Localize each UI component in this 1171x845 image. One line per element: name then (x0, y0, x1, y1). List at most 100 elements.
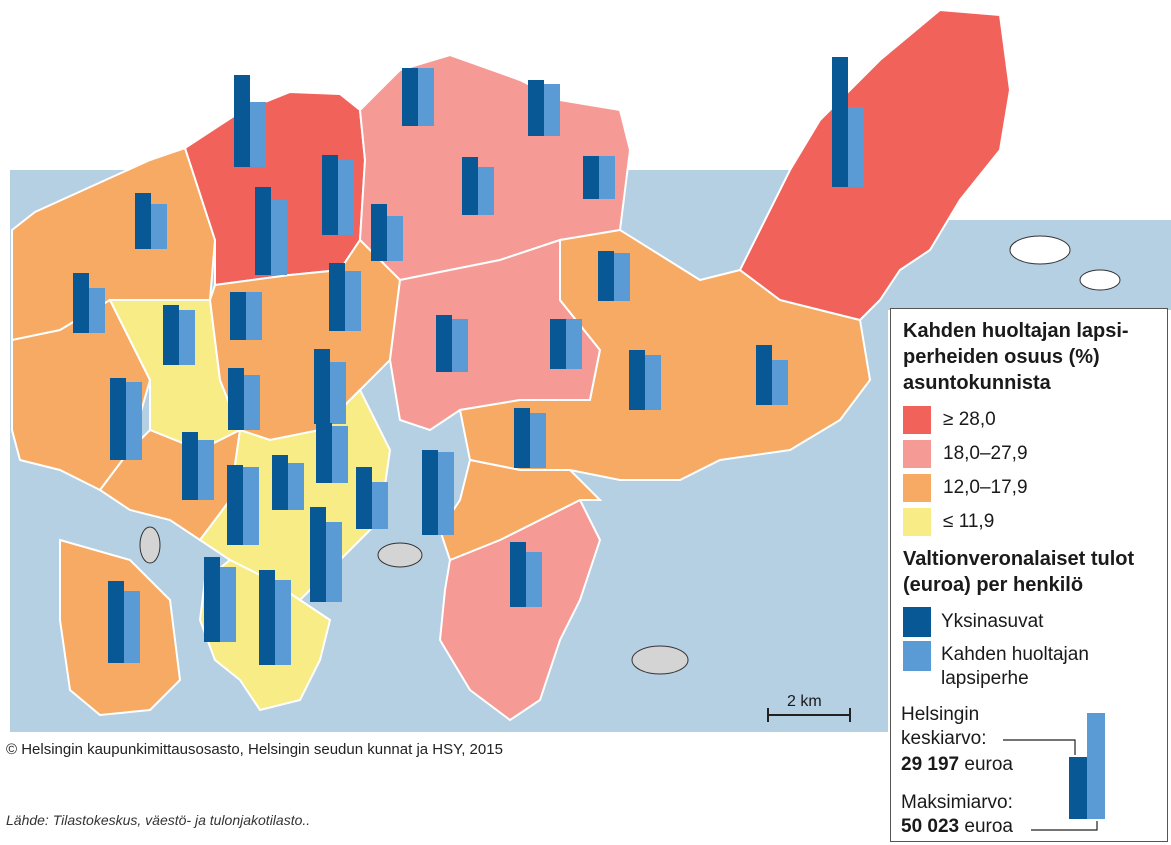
mean-value: 29 197 euroa (901, 753, 1013, 776)
bar-two-parent-families (288, 463, 304, 510)
bar-two-parent-families (243, 467, 259, 545)
bar-single-households (182, 432, 198, 500)
bar-two-parent-families (89, 288, 105, 333)
bar-single-households (402, 68, 418, 126)
bar-single-households (356, 467, 372, 529)
scale-label: 2 km (787, 693, 822, 710)
legend-income-title-2: (euroa) per henkilö (903, 574, 1084, 596)
bar-single-households (272, 455, 288, 510)
bar-single-households (832, 57, 848, 187)
bar-two-parent-families (126, 382, 142, 460)
bar-two-parent-families (418, 68, 434, 126)
bar-single-households (316, 423, 332, 483)
legend-swatch (903, 474, 931, 502)
bar-single-households (73, 273, 89, 333)
bar-single-households (329, 263, 345, 331)
bar-single-households (135, 193, 151, 249)
bar-single-households (550, 319, 566, 369)
bar-single-households (322, 155, 338, 235)
legend-swatch (903, 406, 931, 434)
legend-class-4: ≤ 11,9 (903, 507, 994, 537)
island (377, 542, 423, 568)
bar-two-parent-families (246, 292, 262, 340)
bar-single-households (204, 557, 220, 642)
mean-unit: euroa (964, 754, 1014, 775)
bar-single-households (756, 345, 772, 405)
bar-two-parent-families (151, 204, 167, 249)
bar-two-parent-families (338, 160, 354, 235)
bar-single-households (110, 378, 126, 460)
legend-class-2: 18,0–27,9 (903, 439, 1028, 469)
copyright: © Helsingin kaupunkimittausosasto, Helsi… (6, 741, 503, 758)
legend-swatch (903, 440, 931, 468)
legend-bar-label-family-1: Kahden huoltajan (941, 644, 1089, 665)
legend-bar-label-single: Yksinasuvat (941, 611, 1044, 632)
legend-class-label: ≥ 28,0 (943, 409, 996, 430)
bar-two-parent-families (452, 319, 468, 372)
island (1079, 269, 1121, 291)
bar-two-parent-families (544, 84, 560, 136)
bar-single-households (422, 450, 438, 535)
legend-class-label: 18,0–27,9 (943, 443, 1028, 464)
bar-single-households (510, 542, 526, 607)
bar-single-households (259, 570, 275, 665)
bar-two-parent-families (332, 426, 348, 483)
bar-single-households (528, 80, 544, 136)
district-red-northeast (738, 8, 1012, 322)
bar-single-households (598, 251, 614, 301)
bar-single-households (314, 349, 330, 424)
bar-two-parent-families (566, 319, 582, 369)
island (1009, 235, 1071, 265)
bar-two-parent-families (478, 167, 494, 215)
bar-single-households (230, 292, 246, 340)
legend-share-title-1: Kahden huoltajan lapsi- (903, 320, 1129, 342)
bar-two-parent-families (599, 156, 615, 199)
legend-panel: Kahden huoltajan lapsi- perheiden osuus … (890, 308, 1168, 842)
max-leader-line (1031, 821, 1098, 831)
legend-class-1: ≥ 28,0 (903, 405, 996, 435)
bar-two-parent-families (275, 580, 291, 665)
bar-two-parent-families (614, 253, 630, 301)
bar-two-parent-families (326, 522, 342, 602)
bar-two-parent-families (345, 271, 361, 331)
mean-number: 29 197 (901, 754, 960, 775)
legend-bar-swatch-family (903, 641, 931, 671)
legend-share-title-2: perheiden osuus (%) (903, 346, 1100, 368)
max-label: Maksimiarvo: (901, 792, 1013, 813)
island (139, 526, 161, 564)
mean-leader-line (1003, 739, 1076, 755)
max-unit: euroa (964, 816, 1014, 837)
bar-two-parent-families (526, 552, 542, 607)
bar-single-households (234, 75, 250, 167)
bar-two-parent-families (124, 591, 140, 663)
bar-single-households (514, 408, 530, 468)
bar-single-households (227, 465, 243, 545)
bar-two-parent-families (198, 440, 214, 500)
bar-two-parent-families (271, 200, 287, 275)
bar-two-parent-families (179, 310, 195, 365)
bar-single-households (255, 187, 271, 275)
legend-swatch (903, 508, 931, 536)
bar-two-parent-families (250, 102, 266, 167)
bar-single-households (108, 581, 124, 663)
bar-single-households (228, 368, 244, 430)
legend-bar-label-family-2: lapsiperhe (941, 668, 1029, 689)
legend-share-title-3: asuntokunnista (903, 372, 1051, 394)
bar-two-parent-families (530, 413, 546, 468)
legend-class-label: 12,0–17,9 (943, 477, 1028, 498)
legend-bar-example (1003, 713, 1105, 831)
bar-two-parent-families (772, 360, 788, 405)
bar-two-parent-families (387, 216, 403, 261)
mean-label-1: Helsingin (901, 704, 980, 725)
source-note: Lähde: Tilastokeskus, väestö- ja tulonja… (6, 812, 311, 828)
mean-label-2: keskiarvo: (901, 728, 987, 749)
legend-class-3: 12,0–17,9 (903, 473, 1028, 503)
bar-two-parent-families (244, 375, 260, 430)
bar-single-households (462, 157, 478, 215)
max-value: 50 023 euroa (901, 815, 1013, 838)
legend-income-title-1: Valtionveronalaiset tulot (903, 548, 1135, 570)
island (631, 645, 689, 675)
legend-class-label: ≤ 11,9 (943, 511, 995, 532)
bar-two-parent-families (848, 107, 864, 187)
